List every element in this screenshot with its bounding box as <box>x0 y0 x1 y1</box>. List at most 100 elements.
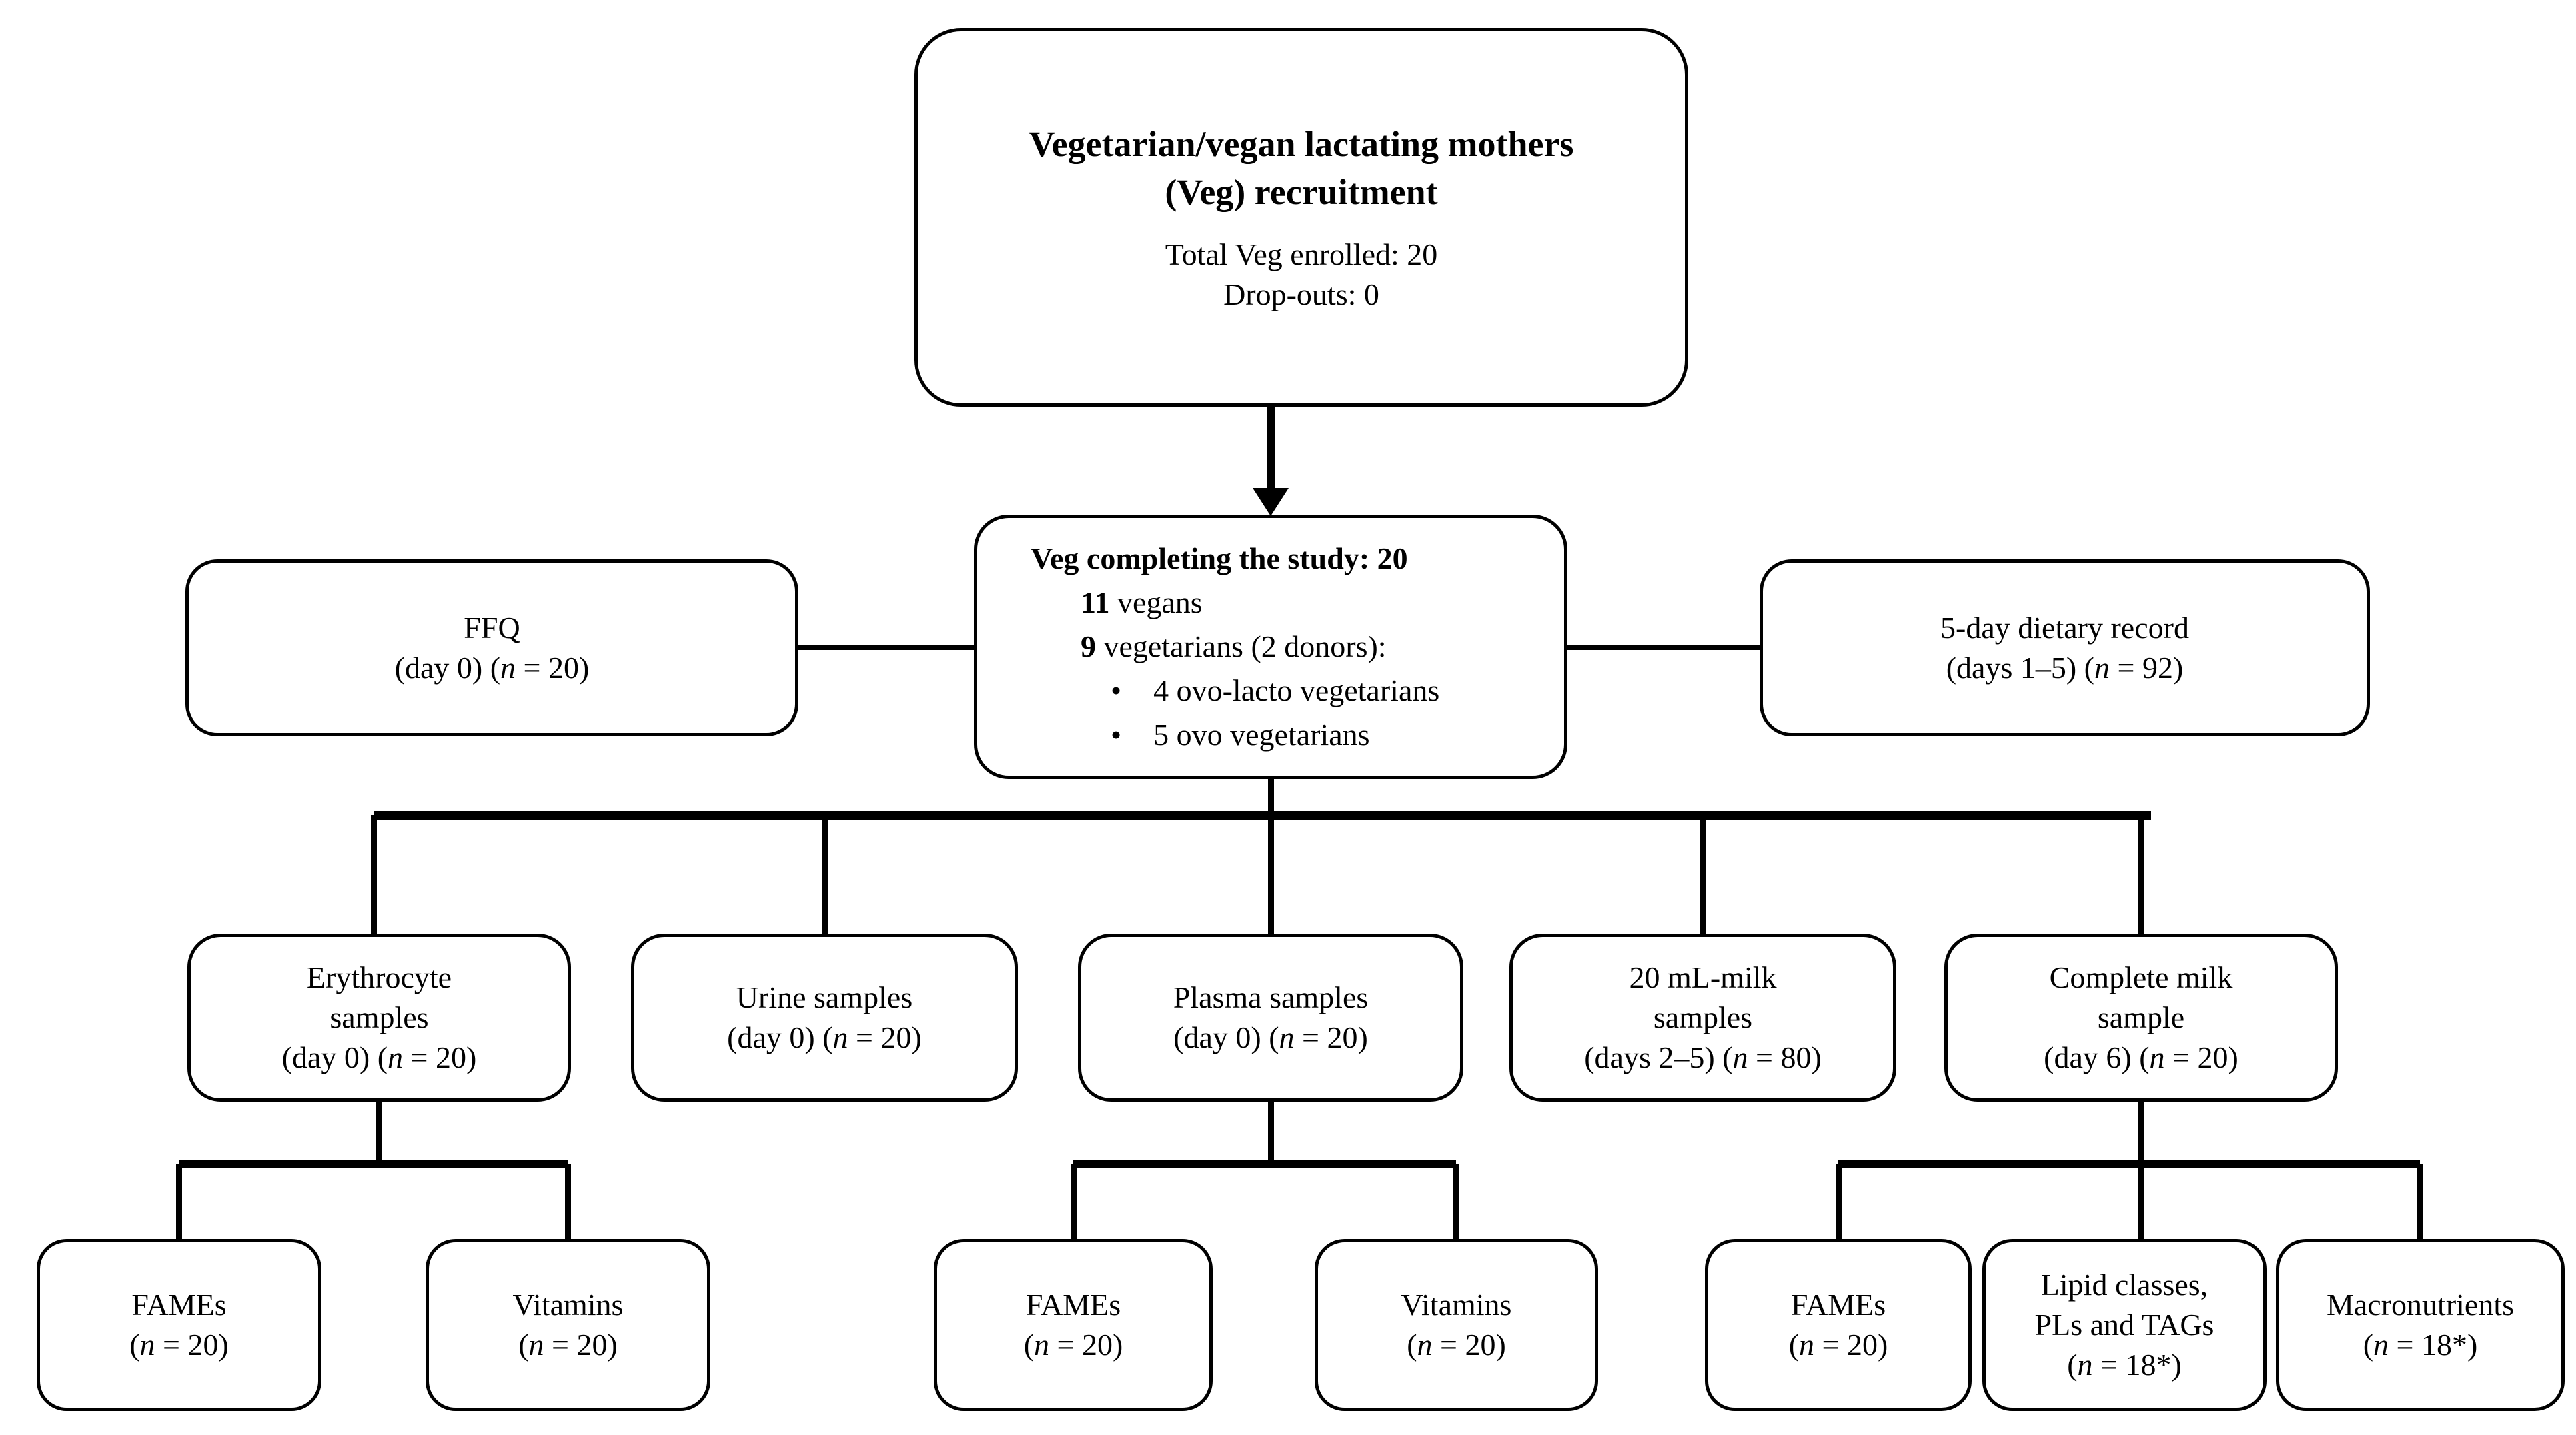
text-run: FFQ <box>464 610 520 645</box>
text-run: 5-day dietary record <box>1940 610 2189 645</box>
text-run: samples <box>330 1000 429 1034</box>
node-line: FAMEs <box>1791 1285 1886 1325</box>
text-run: Vegetarian/vegan lactating mothers <box>1029 124 1574 164</box>
node-line: FAMEs <box>131 1285 226 1325</box>
text-run: (day 0) ( <box>281 1040 388 1074</box>
text-run: vegans <box>1109 585 1203 619</box>
text-run: 20 mL-milk <box>1629 960 1777 994</box>
node-line: Urine samples <box>736 978 912 1018</box>
node-plasma: Plasma samples(day 0) (n = 20) <box>1078 934 1463 1102</box>
text-run: (days 1–5) ( <box>1946 650 2094 685</box>
node-recruitment: Vegetarian/vegan lactating mothers(Veg) … <box>914 28 1688 407</box>
text-run: n <box>1732 1040 1748 1074</box>
node-line: 5-day dietary record <box>1940 608 2189 648</box>
node-fames_plasma: FAMEs(n = 20) <box>934 1239 1213 1411</box>
text-run: = 20) <box>1294 1020 1368 1054</box>
text-run: n <box>2077 1348 2093 1382</box>
node-line: PLs and TAGs <box>2035 1305 2214 1345</box>
text-run: = 20) <box>1049 1328 1123 1362</box>
node-line: samples <box>1654 998 1752 1038</box>
text-run: Complete milk <box>2049 960 2233 994</box>
connector-line <box>1838 1159 2420 1168</box>
connector-line <box>1700 815 1706 934</box>
node-line: (day 0) (n = 20) <box>282 1038 477 1078</box>
node-line: (day 0) (n = 20) <box>1173 1018 1368 1058</box>
text-run: = 20) <box>1814 1328 1888 1362</box>
text-run: n <box>832 1020 848 1054</box>
connector-line <box>175 1164 182 1239</box>
text-run: ( <box>129 1328 140 1362</box>
node-line: (n = 18*) <box>2067 1345 2182 1385</box>
node-line: (day 0) (n = 20) <box>395 648 590 688</box>
text-run: Drop-outs: 0 <box>1223 277 1379 311</box>
node-line: (n = 20) <box>518 1325 618 1365</box>
text-run: = 92) <box>2110 650 2184 685</box>
node-line: FFQ <box>464 608 520 648</box>
text-run: n <box>1034 1328 1050 1362</box>
node-lipid_classes: Lipid classes,PLs and TAGs(n = 18*) <box>1982 1239 2267 1411</box>
text-run: n <box>1799 1328 1815 1362</box>
text-run: (day 6) ( <box>2044 1040 2150 1074</box>
text-run: n <box>528 1328 544 1362</box>
text-run: 5 ovo vegetarians <box>1153 718 1370 752</box>
text-run: n <box>500 650 516 685</box>
text-run: n <box>2094 650 2110 685</box>
text-run: 4 ovo-lacto vegetarians <box>1153 673 1440 707</box>
node-line: • 5 ovo vegetarians <box>1111 713 1370 757</box>
connector-line <box>1070 1164 1077 1239</box>
text-run: ( <box>1023 1328 1035 1362</box>
node-vitamins_erythrocyte: Vitamins(n = 20) <box>426 1239 710 1411</box>
node-line: 9 vegetarians (2 donors): <box>1081 625 1387 669</box>
text-run: sample <box>2097 1000 2185 1034</box>
node-line: (n = 20) <box>1407 1325 1506 1365</box>
text-run: ( <box>2363 1328 2374 1362</box>
text-run: Macronutrients <box>2326 1288 2515 1322</box>
node-line: FAMEs <box>1026 1285 1121 1325</box>
node-line: (days 2–5) (n = 80) <box>1584 1038 1822 1078</box>
bullet-glyph: • <box>1111 673 1122 707</box>
node-line: Macronutrients <box>2327 1285 2514 1325</box>
text-run: n <box>2373 1328 2389 1362</box>
connector-line <box>370 815 377 934</box>
text-run: (day 0) ( <box>727 1020 833 1054</box>
text-run: Urine samples <box>736 980 913 1014</box>
node-line: (n = 20) <box>1024 1325 1123 1365</box>
node-line: (Veg) recruitment <box>1165 168 1437 216</box>
text-run: Vitamins <box>1401 1288 1512 1322</box>
connector-line <box>821 815 828 934</box>
text-run: = 20) <box>2164 1040 2238 1074</box>
text-run: n <box>388 1040 404 1074</box>
node-complete_milk: Complete milk sample (day 6) (n = 20) <box>1944 934 2338 1102</box>
node-line: (days 1–5) (n = 92) <box>1946 648 2184 688</box>
text-run: Veg completing the study: 20 <box>1031 541 1408 575</box>
node-line: (n = 20) <box>129 1325 229 1365</box>
text-run: Vitamins <box>512 1288 624 1322</box>
text-run: 9 <box>1081 629 1096 663</box>
node-line: (n = 20) <box>1789 1325 1888 1365</box>
node-line: Lipid classes, <box>2041 1265 2208 1305</box>
text-run: FAMEs <box>1025 1288 1121 1322</box>
text-run: = 80) <box>1748 1040 1822 1074</box>
text-run: (days 2–5) ( <box>1584 1040 1733 1074</box>
text-run: = 20) <box>848 1020 922 1054</box>
text-run: n <box>139 1328 155 1362</box>
node-line: Complete milk <box>2050 958 2233 998</box>
connector-line <box>1267 815 1274 934</box>
node-urine: Urine samples (day 0) (n = 20) <box>631 934 1018 1102</box>
node-line: • 4 ovo-lacto vegetarians <box>1111 669 1439 713</box>
bullet-glyph: • <box>1111 718 1122 752</box>
connector-line <box>1267 779 1274 818</box>
connector-line <box>2138 1102 2144 1239</box>
connector-line <box>1567 645 1760 650</box>
text-run: Total Veg enrolled: 20 <box>1165 237 1438 271</box>
flow-arrow-shaft <box>1267 407 1275 489</box>
arrow-down-icon <box>1253 488 1289 516</box>
text-run: Erythrocyte <box>306 960 452 994</box>
text-run: ( <box>518 1328 529 1362</box>
node-line: Total Veg enrolled: 20 <box>1165 235 1438 275</box>
node-line: (day 6) (n = 20) <box>2044 1038 2238 1078</box>
text-run: (day 0) ( <box>394 650 501 685</box>
text-run: n <box>2149 1040 2165 1074</box>
